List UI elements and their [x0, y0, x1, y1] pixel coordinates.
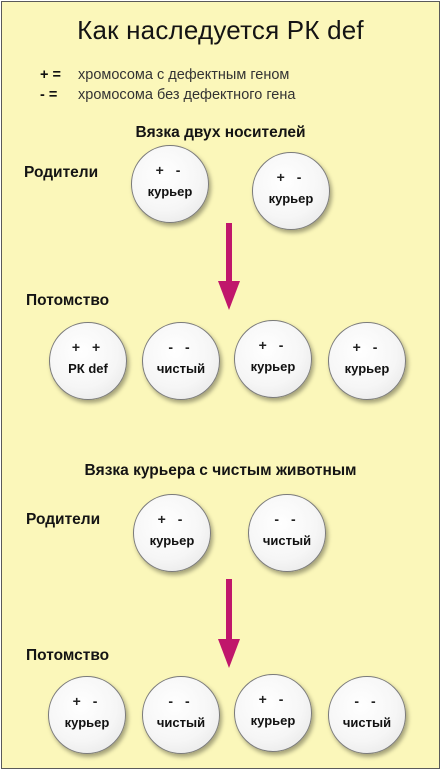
offspring-circle: + - курьер: [234, 320, 312, 398]
gene-symbols: + -: [258, 691, 288, 707]
legend-symbol-minus: - =: [40, 87, 58, 103]
gene-symbols: - -: [168, 693, 194, 709]
gene-symbols: + -: [157, 511, 187, 527]
gene-symbols: + -: [352, 339, 382, 355]
gene-symbols: + +: [71, 339, 105, 355]
gene-symbols: - -: [354, 693, 380, 709]
genotype-label: курьер: [64, 715, 110, 730]
genotype-label: курьер: [149, 533, 195, 548]
down-arrow-icon: [218, 579, 240, 668]
parent-circle: + - курьер: [131, 145, 209, 223]
offspring-circle: - - чистый: [142, 322, 220, 400]
offspring-label: Потомство: [26, 292, 110, 309]
parent-circle: + - курьер: [133, 494, 211, 572]
gene-symbols: + -: [155, 162, 185, 178]
parent-circle: + - курьер: [252, 152, 330, 230]
legend-row-plus: + = хромосома с дефектным геном: [40, 67, 289, 83]
genotype-label: курьер: [147, 184, 193, 199]
parent-circle: - - чистый: [248, 494, 326, 572]
down-arrow-icon: [218, 223, 240, 310]
parents-label: Родители: [26, 511, 101, 528]
genotype-label: чистый: [156, 715, 206, 730]
section-heading-two-carriers: Вязка двух носителей: [135, 124, 306, 141]
offspring-circle: - - чистый: [328, 676, 406, 754]
legend-row-minus: - = хромосома без дефектного гена: [40, 87, 295, 103]
genotype-label: курьер: [250, 713, 296, 728]
offspring-circle: + - курьер: [328, 322, 406, 400]
legend-text-plus: хромосома с дефектным геном: [78, 67, 290, 83]
offspring-circle: + + РК def: [49, 322, 127, 400]
section-heading-carrier-clear: Вязка курьера с чистым животным: [84, 462, 357, 479]
gene-symbols: + -: [72, 693, 102, 709]
genotype-label: чистый: [156, 361, 206, 376]
offspring-circle: + - курьер: [48, 676, 126, 754]
gene-symbols: + -: [276, 169, 306, 185]
diagram-title: Как наследуется РК def: [77, 15, 364, 45]
gene-symbols: - -: [274, 511, 300, 527]
gene-symbols: - -: [168, 339, 194, 355]
offspring-circle: - - чистый: [142, 676, 220, 754]
genotype-label: курьер: [268, 191, 314, 206]
parents-label: Родители: [24, 164, 99, 181]
genotype-label: РК def: [68, 361, 108, 376]
offspring-circle: + - курьер: [234, 674, 312, 752]
genotype-label: курьер: [344, 361, 390, 376]
offspring-label: Потомство: [26, 647, 110, 664]
genotype-label: курьер: [250, 359, 296, 374]
legend-text-minus: хромосома без дефектного гена: [78, 87, 296, 103]
gene-symbols: + -: [258, 337, 288, 353]
genotype-label: чистый: [342, 715, 392, 730]
legend-symbol-plus: + =: [40, 67, 61, 83]
genotype-label: чистый: [262, 533, 312, 548]
